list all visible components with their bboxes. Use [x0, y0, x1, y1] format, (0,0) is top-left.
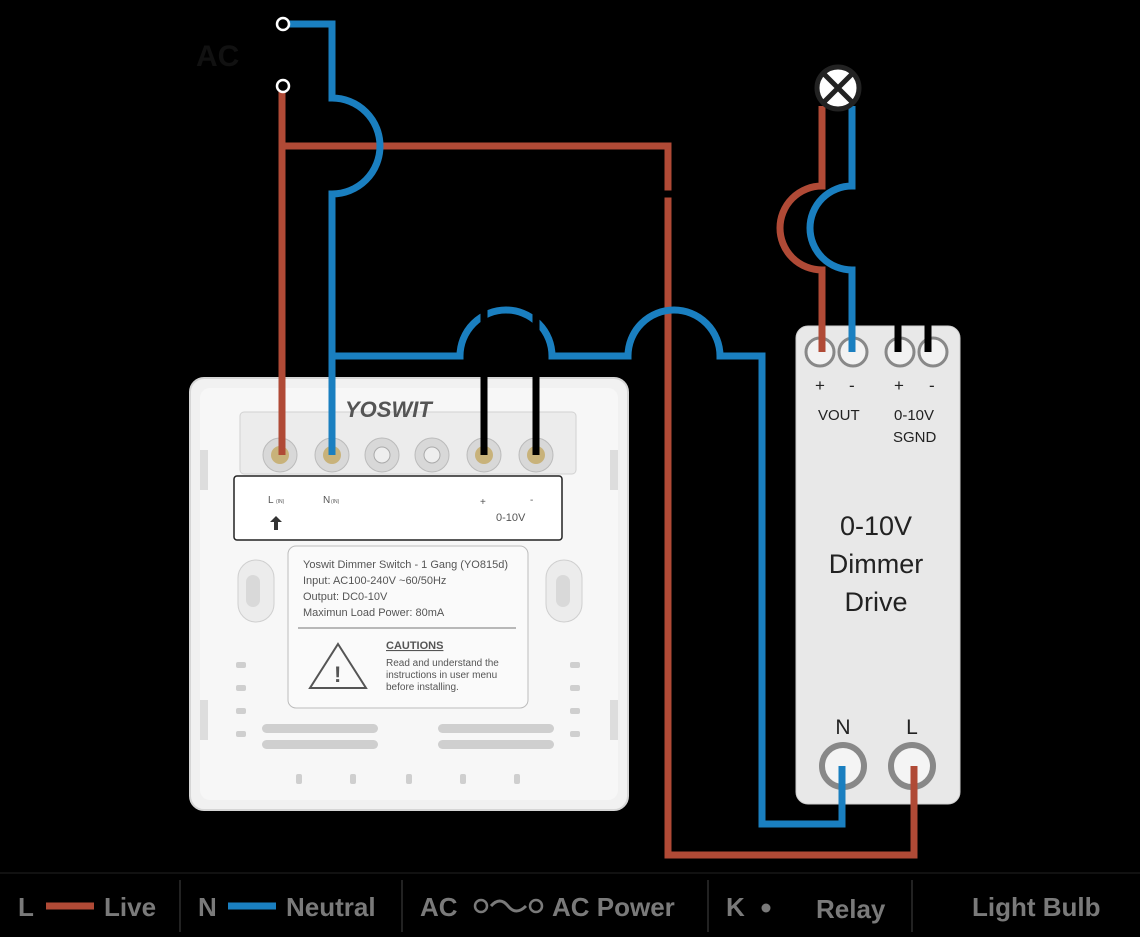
ac-symbol-icon [473, 898, 544, 914]
driver-sign-2: - [849, 376, 855, 395]
switch-label-minus: - [530, 495, 533, 506]
driver-sign-3: + [894, 376, 904, 395]
switch-label-n-sub: (IN) [331, 499, 340, 505]
neutral-wire-to-switch [286, 20, 384, 455]
legend-neutral-label: Neutral [286, 892, 376, 922]
control-wire-plus [480, 190, 902, 378]
info-line-4: Maximun Load Power: 80mA [303, 607, 445, 619]
legend: L Live N Neutral AC AC Power K Relay Lig… [0, 872, 1140, 932]
warning-icon [308, 642, 368, 689]
switch-label-l: L [268, 495, 274, 506]
driver-l-label: L [906, 716, 918, 739]
warning-icon-mark: ! [334, 662, 341, 687]
dimmer-driver: + - + - VOUT 0-10V SGND 0-10V Dimmer Dri… [795, 325, 961, 805]
legend-ac-key: AC [420, 892, 458, 922]
relay-symbol-icon [761, 903, 771, 913]
driver-sign-4: - [929, 376, 935, 395]
ac-terminal-bottom [275, 78, 291, 94]
bulb-live-wire [776, 106, 826, 352]
switch-label-plus: + [480, 497, 486, 508]
legend-live-key: L [18, 892, 34, 922]
caution-line-2: instructions in user menu [386, 670, 497, 681]
info-line-1: Yoswit Dimmer Switch - 1 Gang (YO815d) [303, 559, 508, 571]
dimmer-switch: YOSWIT L (IN) N (IN) + - 0-10V Yoswit Di… [189, 377, 629, 811]
legend-relay-label: Relay [816, 894, 886, 924]
ac-terminal-top [275, 16, 291, 32]
legend-ac-label: AC Power [552, 892, 675, 922]
legend-live-label: Live [104, 892, 156, 922]
driver-n-label: N [835, 716, 850, 739]
info-line-2: Input: AC100-240V ~60/50Hz [303, 575, 446, 587]
info-line-3: Output: DC0-10V [303, 591, 388, 603]
bulb-neutral-wire [806, 106, 856, 352]
driver-ctrl-label-2: SGND [893, 429, 937, 446]
driver-ctrl-label-1: 0-10V [894, 407, 934, 424]
caution-line-3: before installing. [386, 682, 459, 693]
up-arrow-icon [270, 516, 282, 530]
switch-label-l-sub: (IN) [276, 499, 285, 505]
ac-label: AC [196, 40, 239, 73]
driver-title-2: Dimmer [829, 549, 924, 579]
switch-brand: YOSWIT [345, 397, 433, 422]
legend-bulb-label: Light Bulb [972, 892, 1101, 922]
driver-vout-label: VOUT [818, 407, 860, 424]
driver-sign-1: + [815, 376, 825, 395]
legend-relay-key: K [726, 892, 745, 922]
caution-title: CAUTIONS [386, 640, 443, 652]
driver-title-3: Drive [844, 587, 907, 617]
legend-neutral-key: N [198, 892, 217, 922]
caution-line-1: Read and understand the [386, 658, 499, 669]
switch-label-n: N [323, 495, 330, 506]
driver-title-1: 0-10V [840, 511, 912, 541]
switch-label-ctrl: 0-10V [496, 512, 526, 524]
live-wire-to-driver [282, 142, 918, 859]
light-bulb-icon [814, 64, 862, 112]
